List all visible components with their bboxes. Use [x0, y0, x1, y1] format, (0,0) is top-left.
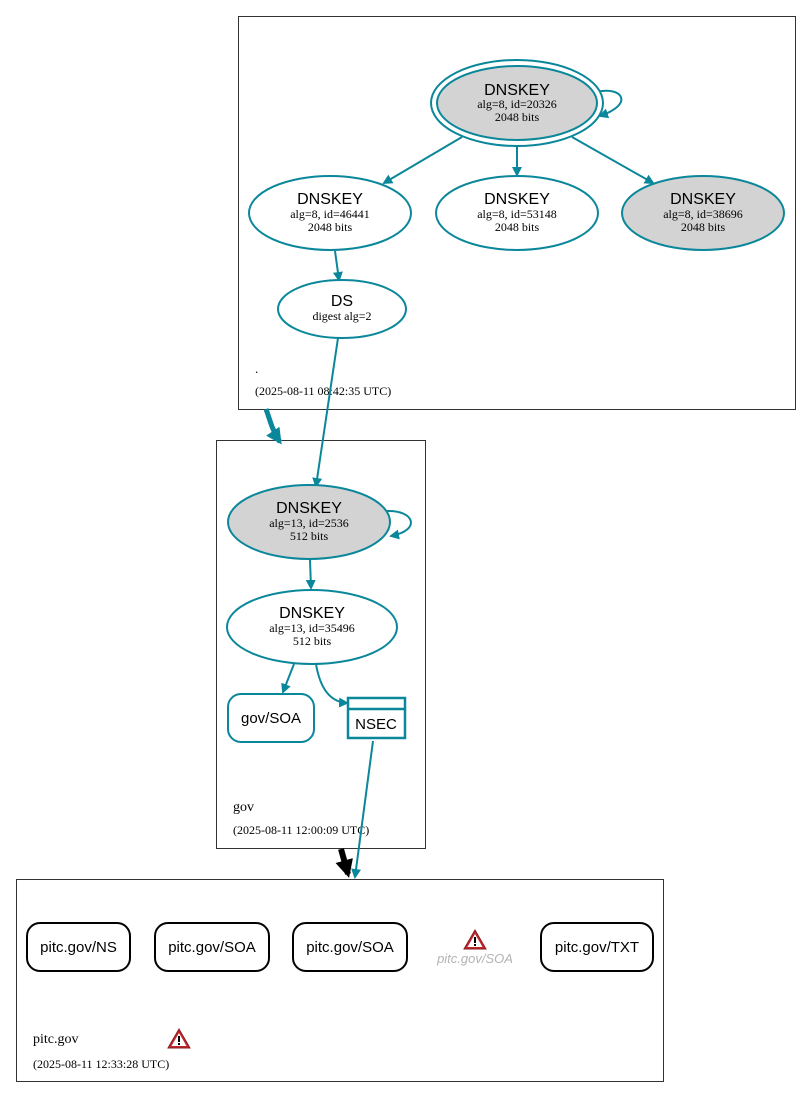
node-root-zsk2-line2: 2048 bits: [495, 220, 540, 234]
node-pitc-soa-insecure-label: pitc.gov/SOA: [436, 951, 513, 966]
warning-triangle-icon: [167, 1028, 191, 1049]
node-root-zsk-46441[interactable]: DNSKEY alg=8, id=46441 2048 bits: [248, 175, 412, 251]
node-root-ksk-line1: alg=8, id=20326: [477, 97, 557, 111]
node-gov-zsk-line1: alg=13, id=35496: [269, 621, 355, 635]
zone-gov-timestamp: (2025-08-11 12:00:09 UTC): [233, 823, 369, 837]
node-pitc-soa-2[interactable]: pitc.gov/SOA: [292, 922, 408, 972]
node-gov-ds[interactable]: DS digest alg=2: [277, 279, 407, 339]
edge-gov-ksk-zsk: [305, 559, 316, 590]
edge-gov-zsk-nsec: [315, 663, 349, 708]
node-gov-ds-line1: digest alg=2: [312, 309, 371, 323]
node-gov-ksk-line2: 512 bits: [290, 529, 329, 543]
node-gov-ds-title: DS: [331, 293, 353, 310]
node-pitc-ns[interactable]: pitc.gov/NS: [26, 922, 131, 972]
node-root-zsk2-line1: alg=8, id=53148: [477, 207, 557, 221]
node-pitc-soa-1[interactable]: pitc.gov/SOA: [154, 922, 270, 972]
node-pitc-txt[interactable]: pitc.gov/TXT: [540, 922, 654, 972]
edge-gov-zsk-soa: [281, 663, 295, 694]
edge-gov-ksk-self: [386, 509, 412, 540]
node-gov-nsec[interactable]: NSEC: [346, 696, 407, 740]
node-gov-zsk-title: DNSKEY: [279, 605, 345, 622]
zone-pitc-timestamp: (2025-08-11 12:33:28 UTC): [33, 1057, 169, 1071]
node-gov-soa[interactable]: gov/SOA: [227, 693, 315, 743]
edge-root-ksk-zsk3: [571, 136, 655, 184]
node-pitc-soa2-label: pitc.gov/SOA: [306, 939, 394, 956]
node-pitc-ns-label: pitc.gov/NS: [40, 939, 117, 956]
node-root-zsk1-title: DNSKEY: [297, 191, 363, 208]
warning-triangle-icon: [463, 929, 487, 950]
node-gov-ksk[interactable]: DNSKEY alg=13, id=2536 512 bits: [227, 484, 391, 560]
node-gov-ksk-title: DNSKEY: [276, 500, 342, 517]
edge-root-ksk-self: [596, 89, 623, 119]
edge-ds-gov-ksk: [312, 337, 339, 488]
node-root-ksk-line2: 2048 bits: [495, 110, 540, 124]
edge-delegation-gov-pitc: [335, 848, 353, 878]
edge-root-zsk1-ds: [332, 250, 343, 282]
node-root-ksk[interactable]: DNSKEY alg=8, id=20326 2048 bits: [430, 59, 604, 147]
edge-root-ksk-zsk1: [382, 136, 463, 185]
node-root-ksk-title: DNSKEY: [484, 82, 550, 99]
node-root-zsk3-line2: 2048 bits: [681, 220, 726, 234]
node-gov-soa-label: gov/SOA: [241, 710, 301, 727]
edge-delegation-root-gov: [263, 408, 283, 445]
node-pitc-soa1-label: pitc.gov/SOA: [168, 939, 256, 956]
zone-root-timestamp: (2025-08-11 08:42:35 UTC): [255, 384, 391, 398]
node-gov-zsk-line2: 512 bits: [293, 634, 332, 648]
node-root-zsk-53148[interactable]: DNSKEY alg=8, id=53148 2048 bits: [435, 175, 599, 251]
node-gov-ksk-line1: alg=13, id=2536: [269, 516, 349, 530]
zone-gov: gov (2025-08-11 12:00:09 UTC): [216, 440, 426, 849]
zone-root: . (2025-08-11 08:42:35 UTC): [238, 16, 796, 410]
node-gov-nsec-label: NSEC: [355, 716, 397, 733]
edges: [281, 89, 655, 879]
zone-gov-name: gov: [233, 800, 254, 815]
node-gov-zsk[interactable]: DNSKEY alg=13, id=35496 512 bits: [226, 589, 398, 665]
zone-pitc: pitc.gov (2025-08-11 12:33:28 UTC): [16, 879, 664, 1082]
node-root-zsk1-line1: alg=8, id=46441: [290, 207, 370, 221]
node-root-zsk1-line2: 2048 bits: [308, 220, 353, 234]
node-root-zsk-38696[interactable]: DNSKEY alg=8, id=38696 2048 bits: [621, 175, 785, 251]
node-root-zsk3-line1: alg=8, id=38696: [663, 207, 743, 221]
node-root-zsk3-title: DNSKEY: [670, 191, 736, 208]
zone-root-name: .: [255, 361, 258, 376]
node-pitc-txt-label: pitc.gov/TXT: [555, 939, 639, 956]
edge-nsec-pitc: [351, 740, 374, 879]
node-root-zsk2-title: DNSKEY: [484, 191, 550, 208]
node-pitc-soa-insecure[interactable]: pitc.gov/SOA: [436, 929, 513, 966]
zone-pitc-name: pitc.gov: [33, 1032, 79, 1047]
